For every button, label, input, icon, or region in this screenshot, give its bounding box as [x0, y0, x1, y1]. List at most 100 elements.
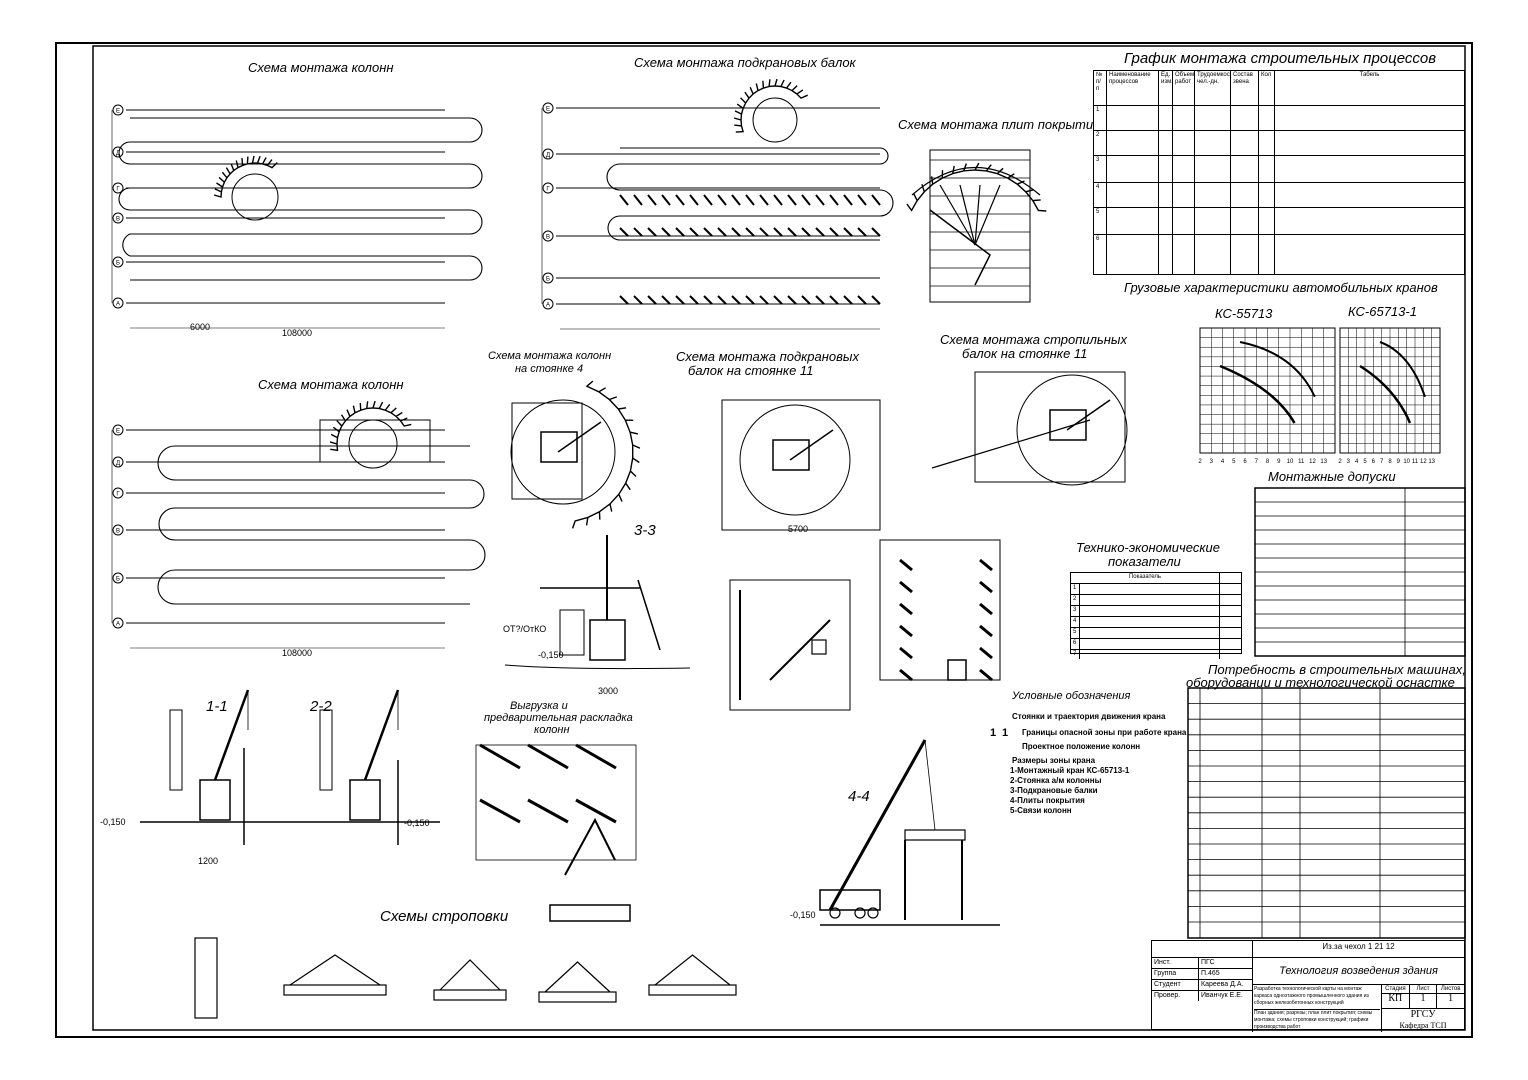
plan2-beam-heavy — [745, 295, 755, 305]
rafter-layout-member — [979, 558, 993, 572]
rafter-layout-member — [899, 602, 913, 616]
plan2-beam-heavy — [871, 295, 881, 305]
crane-a-chart-x-tick: 2 — [1198, 459, 1202, 465]
plan2-beam-heavy — [717, 295, 727, 305]
schedule-title: График монтажа строительных процессов — [1124, 50, 1437, 67]
crane-a-title: КС-55713 — [1215, 306, 1273, 321]
legend-item-danger-zone: Границы опасной зоны при работе крана — [1022, 728, 1187, 737]
sling-2-element — [433, 989, 507, 1001]
dim-3000: 3000 — [598, 686, 619, 696]
undefined-row-bubble — [542, 230, 554, 242]
plan2-beam-heavy — [717, 194, 727, 206]
plan2-beam-heavy — [619, 295, 629, 305]
undefined-row-bubble — [542, 182, 554, 194]
crane-a-chart-x-tick: 10 — [1287, 459, 1294, 465]
stamp-note-2: План здания; разрезы; план плит покрытия… — [1254, 1009, 1380, 1031]
legend-item-beams: 3-Подкрановые балки — [1010, 786, 1098, 795]
plan2-beam-heavy — [633, 194, 643, 206]
plan2-beam-heavy — [857, 227, 867, 237]
layout-columns-title-line1: Выгрузка и — [510, 700, 568, 712]
schedule-row: 6 — [1094, 234, 1464, 275]
crane-b-chart-height-curve — [1379, 341, 1426, 398]
roof-slab-frame — [929, 149, 1031, 303]
undefined-row-bubble — [542, 102, 554, 114]
undefined-row-letter: Д — [116, 151, 120, 157]
layout-columns-title-line3: колонн — [534, 724, 570, 736]
sec33-crane-body — [589, 619, 626, 661]
plan2-beam-heavy — [689, 227, 699, 237]
schedule-header-process: Наименование процессов — [1106, 71, 1158, 105]
plan1-crane-route — [118, 117, 483, 281]
plan2-beam-heavy — [731, 227, 741, 237]
rafter-layout-frame — [879, 539, 1001, 681]
sec11-cab — [199, 779, 231, 821]
legend-item-stop: 2-Стоянка а/м колонны — [1010, 776, 1102, 785]
undefined-row-bubble — [112, 617, 124, 629]
schedule-row-number: 3 — [1096, 157, 1100, 163]
plan2-beam-heavy — [773, 194, 783, 206]
tech-econ-row-number: 5 — [1073, 629, 1077, 635]
schedule-row: 5 — [1094, 207, 1464, 234]
sheets-value: 1 — [1436, 994, 1464, 1008]
schedule-header-row: № п/п Наименование процессов Ед. изм. Об… — [1094, 71, 1464, 105]
plan2-beam-heavy — [745, 194, 755, 206]
stop11-grid — [721, 399, 881, 531]
undefined-row-bubble — [112, 182, 124, 194]
tech-econ-row-number: 3 — [1073, 607, 1077, 613]
undefined-row-bubble — [112, 524, 124, 536]
undefined-row-bubble — [112, 424, 124, 436]
sec44-wheel — [867, 907, 879, 919]
plan1-danger-zone — [213, 155, 278, 198]
layout-crane-boom — [564, 817, 616, 876]
role-value: Иванчук Е.Е. — [1198, 991, 1243, 1001]
schedule-header-timeline: Табель — [1274, 71, 1464, 105]
sling-3-element — [538, 991, 617, 1003]
sec33-strut — [637, 579, 661, 651]
sec44-boom — [828, 739, 927, 911]
tech-econ-table: Показатель 1 2 3 4 5 6 7 — [1070, 572, 1242, 659]
undefined-row-letter: А — [116, 302, 120, 308]
crane-a-chart-x-tick: 8 — [1266, 459, 1270, 465]
roof-slabs-scheme-title: Схема монтажа плит покрытия — [898, 117, 1101, 132]
sling-3-rope — [544, 961, 611, 993]
plan2-beam-heavy — [871, 227, 881, 237]
tech-econ-row: 6 — [1071, 638, 1241, 649]
crane-b-chart-x-tick: 13 — [1428, 459, 1435, 465]
layout-crane-track — [549, 904, 631, 922]
schedule-row-number: 1 — [1096, 107, 1100, 113]
rafter-beams-title-line2: балок на стоянке 11 — [962, 346, 1088, 361]
plan2-beam-heavy — [801, 227, 811, 237]
level-dim-3: -0,150 — [538, 650, 564, 660]
legend-item-design-position: Проектное положение колонн — [1022, 742, 1141, 751]
rafter-layout-member — [899, 646, 913, 660]
sling-1-element — [283, 984, 387, 996]
crane-b-chart-x-tick: 2 — [1338, 459, 1342, 465]
legend-item-route: Стоянки и траектория движения крана — [1012, 712, 1166, 721]
legend-item-slabs: 4-Плиты покрытия — [1010, 796, 1085, 805]
plan2-beam-heavy — [829, 227, 839, 237]
crane-a-chart-x-tick: 12 — [1309, 459, 1316, 465]
tech-econ-row: 5 — [1071, 627, 1241, 638]
sheets-label: Листов — [1436, 985, 1464, 993]
roof-slab-arc — [911, 167, 1041, 196]
tech-econ-row-number: 6 — [1073, 640, 1077, 646]
plan2-beam-heavy — [703, 194, 713, 206]
rafter-layout-member — [979, 602, 993, 616]
crane-a-chart-capacity-curve — [1219, 364, 1296, 424]
layout-grid — [475, 744, 637, 861]
beams-stop11-title-line2: балок на стоянке 11 — [688, 363, 814, 378]
crane-b-chart-x-tick: 8 — [1388, 459, 1392, 465]
undefined-row-letter: А — [546, 303, 550, 309]
plan3-crane-route — [157, 445, 486, 605]
tech-econ-header-row: Показатель — [1071, 573, 1241, 583]
sec44-wheel — [829, 907, 841, 919]
tech-econ-title-line2: показатели — [1108, 554, 1181, 569]
layout-column-piece — [575, 743, 617, 770]
role-value: Кареева Д.А. — [1198, 980, 1243, 990]
rafter-layout-member — [979, 646, 993, 660]
section-4-4-label: 4-4 — [848, 788, 870, 805]
stop4-crane-body — [540, 431, 578, 463]
plan2-beam-heavy — [787, 295, 797, 305]
sec44-rope — [924, 739, 936, 831]
rafter-crane-body — [1049, 409, 1087, 441]
